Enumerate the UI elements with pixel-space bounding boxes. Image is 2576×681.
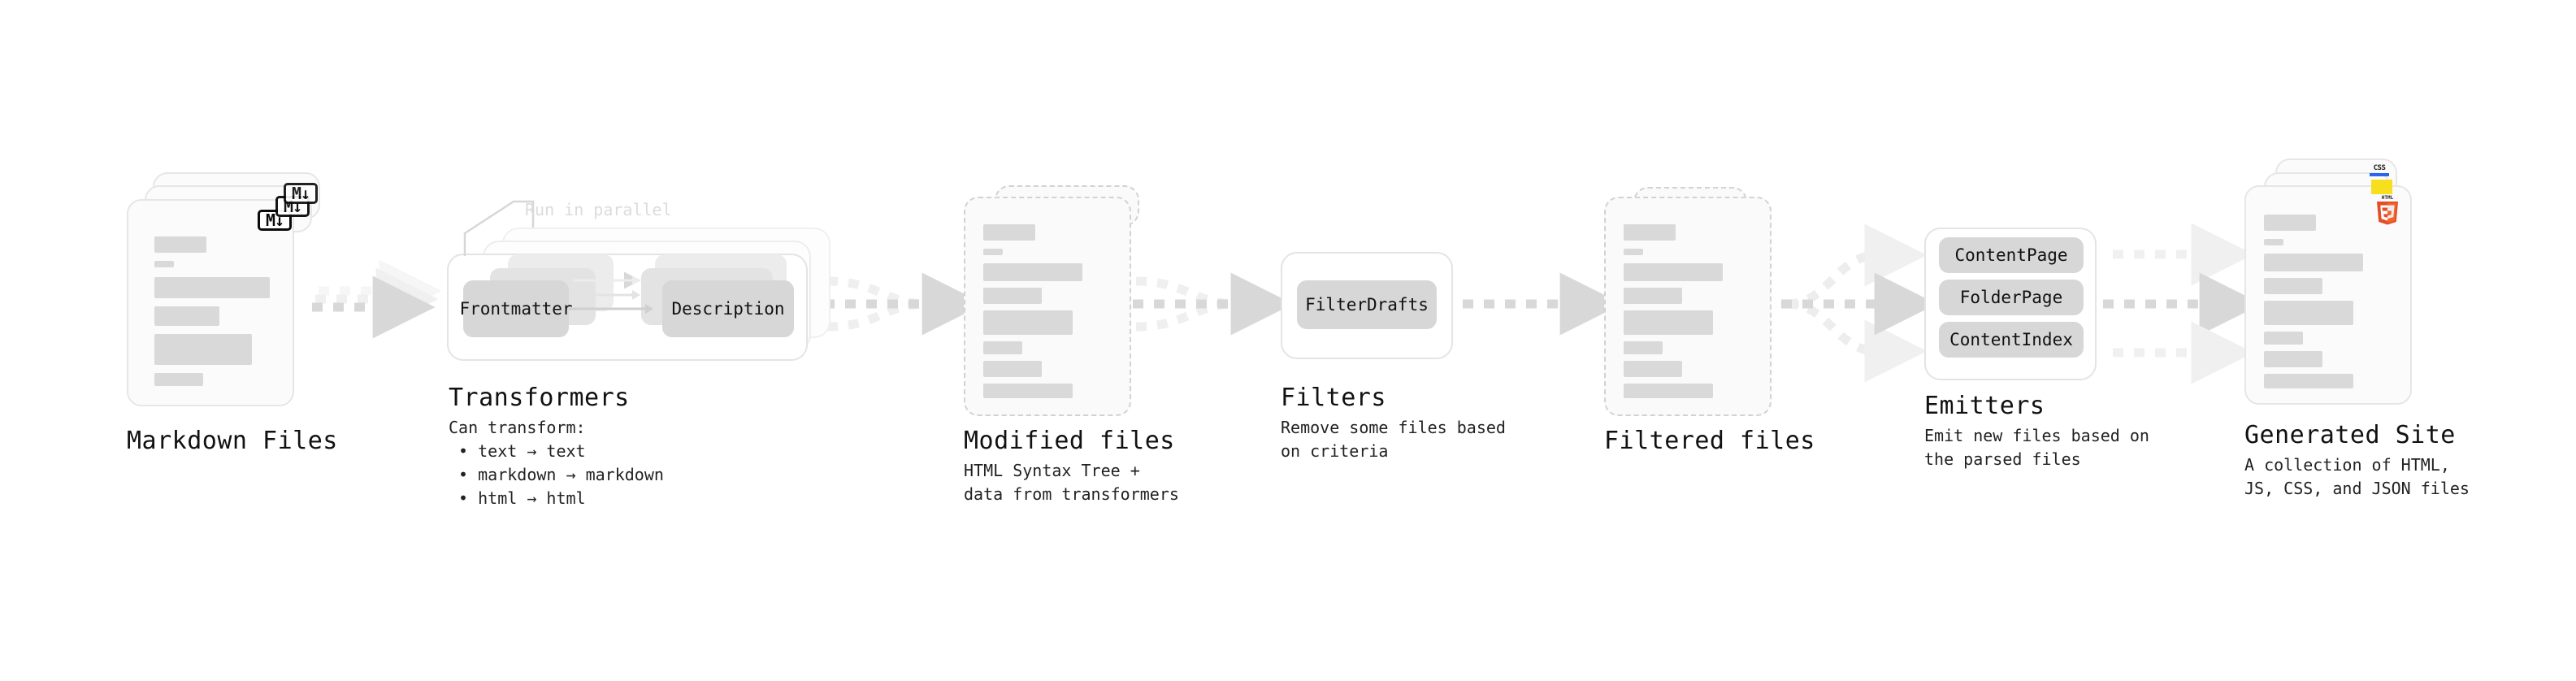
doc-bar (983, 341, 1022, 354)
doc-bar (1624, 249, 1643, 255)
markdown-files-title: Markdown Files (127, 427, 338, 455)
doc-bar (983, 263, 1082, 281)
filters-description: Remove some files based on criteria (1281, 418, 1506, 461)
generated-site-title: Generated Site (2244, 421, 2456, 449)
filter-node-filterdrafts[interactable]: FilterDrafts (1297, 280, 1437, 329)
doc-bar (2264, 332, 2303, 345)
doc-bar (1624, 310, 1713, 335)
emitters-description: Emit new files based on the parsed files (1924, 426, 2149, 469)
doc-bar (1624, 361, 1682, 377)
doc-bar (983, 224, 1035, 241)
doc-bar (1624, 288, 1682, 304)
transformer-internal-connectors (569, 271, 653, 314)
doc-bar (154, 373, 203, 386)
filtered-card-front (1604, 197, 1772, 416)
markdown-card-front (127, 199, 294, 406)
doc-bar (154, 277, 270, 298)
doc-bar (154, 261, 174, 267)
doc-bar (983, 288, 1042, 304)
transformers-description: Can transform: • text → text • markdown … (449, 418, 664, 508)
svg-text:HTML: HTML (2382, 195, 2394, 201)
connector-modified-to-filters (1133, 272, 1294, 336)
doc-bar (154, 306, 219, 326)
emitter-node-contentindex[interactable]: ContentIndex (1939, 322, 2084, 358)
emitters-title: Emitters (1924, 392, 2045, 420)
doc-bar (154, 334, 252, 365)
doc-bar (983, 384, 1073, 398)
doc-bar (2264, 215, 2316, 231)
doc-bar (2264, 351, 2322, 367)
modified-files-description: HTML Syntax Tree + data from transformer… (964, 461, 1179, 504)
generated-site-description: A collection of HTML, JS, CSS, and JSON … (2244, 455, 2470, 498)
filtered-files-title: Filtered files (1604, 427, 1815, 455)
run-in-parallel-bracket (463, 200, 535, 256)
modified-files-title: Modified files (964, 427, 1175, 455)
connector-markdown-to-transformers (312, 259, 442, 339)
filters-title: Filters (1281, 384, 1386, 412)
css3-icon: CSS (2370, 165, 2389, 176)
connector-transformers-to-modified (824, 272, 985, 336)
doc-bar (1624, 224, 1676, 241)
doc-bar (2264, 278, 2322, 294)
doc-bar (1624, 263, 1723, 281)
doc-bar (154, 236, 206, 253)
doc-bar (983, 361, 1042, 377)
doc-bar (2264, 374, 2353, 388)
doc-bar (983, 249, 1003, 255)
html5-icon: HTML (2377, 195, 2398, 225)
transformer-node-description[interactable]: Description (662, 280, 794, 337)
markdown-icon-layer3: M↓ (284, 183, 318, 204)
transformers-title: Transformers (449, 384, 630, 412)
modified-card-front (964, 197, 1131, 416)
emitter-node-contentpage[interactable]: ContentPage (1939, 237, 2084, 273)
connector-filtered-to-emitters (1781, 223, 1937, 383)
run-in-parallel-label: Run in parallel (525, 200, 672, 219)
doc-bar (1624, 384, 1713, 398)
doc-bar (2264, 254, 2363, 271)
doc-bar (2264, 301, 2353, 325)
javascript-icon (2371, 180, 2392, 194)
doc-bar (2264, 239, 2283, 245)
emitter-node-folderpage[interactable]: FolderPage (1939, 280, 2084, 315)
transformer-node-frontmatter[interactable]: Frontmatter (459, 280, 573, 337)
connector-emitters-to-site (2103, 223, 2262, 384)
doc-bar (983, 310, 1073, 335)
doc-bar (1624, 341, 1663, 354)
